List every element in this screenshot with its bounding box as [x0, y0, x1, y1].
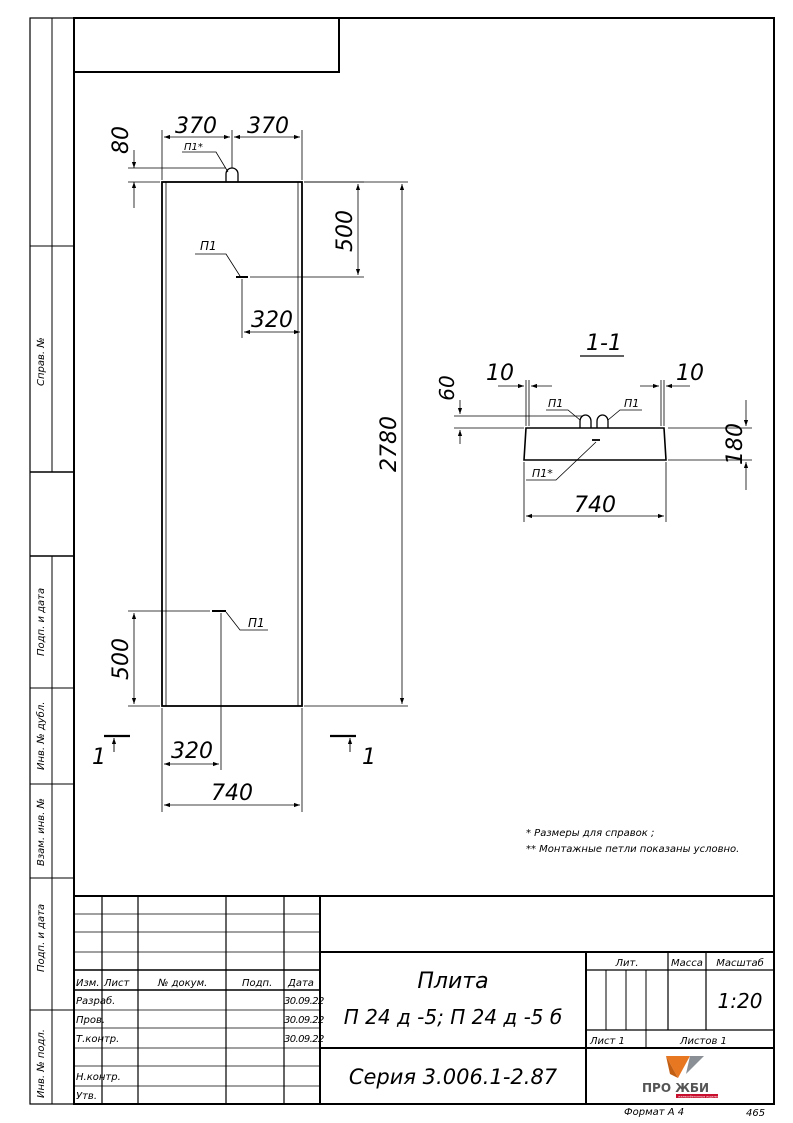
- lit-label: Лит.: [614, 958, 638, 969]
- section-outline: [523, 427, 667, 461]
- row-tkontr: Т.контр.: [76, 1034, 119, 1045]
- row-prov: Пров.: [76, 1015, 105, 1026]
- lifting-loop-end: [225, 167, 239, 182]
- vzam-inv-label: Взам. инв. №: [36, 798, 47, 866]
- notes: * Размеры для справок ; ** Монтажные пет…: [526, 828, 739, 855]
- section-mark-left: 1: [92, 745, 106, 770]
- product-marks: П 24 д -5; П 24 д -5 б: [344, 1005, 562, 1029]
- sheet-frame: [29, 17, 775, 1105]
- scale-value: 1:20: [718, 989, 763, 1013]
- section-view: 1-1 10 10 П1 П1 60 180: [435, 331, 752, 522]
- dim-740-section: 740: [574, 493, 616, 518]
- note-2: ** Монтажные петли показаны условно.: [526, 844, 739, 855]
- podp-data-label-1: Подп. и дата: [36, 588, 47, 656]
- sheet-number: Лист 1: [589, 1036, 625, 1047]
- dim-500-top: 500: [333, 210, 358, 252]
- title-block: Изм. Лист № докум. Подп. Дата Разраб. Пр…: [74, 895, 774, 1104]
- label-p1-top: П1: [200, 239, 217, 253]
- section-title: 1-1: [586, 331, 622, 356]
- page-number: 465: [746, 1108, 765, 1119]
- dim-2780: 2780: [377, 416, 402, 472]
- sprav-no-label: Справ. №: [36, 337, 47, 386]
- company-logo: ПРО ЖБИ железобетонные изделия: [640, 1056, 719, 1098]
- slab-outline: [161, 181, 303, 707]
- sheets-total: Листов 1: [679, 1036, 727, 1047]
- row-utv: Утв.: [76, 1091, 97, 1102]
- section-mark-right: 1: [362, 745, 376, 770]
- side-stamp: Справ. № Подп. и дата Инв. № дубл. Взам.…: [35, 337, 47, 1098]
- section-loop-right: [596, 414, 609, 428]
- dim-500-bottom: 500: [109, 638, 134, 680]
- note-1: * Размеры для справок ;: [526, 828, 654, 839]
- massa-label: Масса: [671, 958, 703, 969]
- date-tkontr: 30.09.22: [284, 1034, 324, 1045]
- col-dokum: № докум.: [157, 978, 207, 989]
- dim-60: 60: [435, 375, 459, 400]
- row-nkontr: Н.контр.: [76, 1072, 121, 1083]
- label-p1-star: П1*: [184, 142, 203, 153]
- date-prov: 30.09.22: [284, 1015, 324, 1026]
- dim-320-bottom: 320: [171, 739, 213, 764]
- plan-view: 370 370 80 П1* П1 500 320 2780 П1: [92, 114, 408, 812]
- dim-370-right: 370: [247, 114, 289, 139]
- dim-80: 80: [109, 126, 134, 154]
- logo-text: ПРО ЖБИ: [642, 1081, 709, 1095]
- col-izm: Изм.: [76, 978, 100, 989]
- col-list: Лист: [103, 978, 131, 989]
- format-label: Формат А 4: [624, 1107, 684, 1118]
- inv-dubl-label: Инв. № дубл.: [35, 702, 47, 770]
- col-data: Дата: [287, 978, 314, 989]
- label-p1-section-right: П1: [624, 397, 639, 410]
- product-name: Плита: [417, 969, 488, 994]
- dim-10-right: 10: [676, 361, 704, 386]
- label-p1-star-section: П1*: [532, 467, 553, 480]
- logo-subtext: железобетонные изделия: [678, 1094, 719, 1098]
- masshtab-label: Масштаб: [716, 957, 764, 969]
- inv-podl-label: Инв. № подл.: [36, 1029, 47, 1098]
- label-p1-section-left: П1: [548, 397, 563, 410]
- series: Серия 3.006.1-2.87: [349, 1065, 558, 1089]
- col-podp: Подп.: [242, 978, 272, 989]
- dim-370-left: 370: [175, 114, 217, 139]
- dim-10-left: 10: [486, 361, 514, 386]
- dim-740-plan: 740: [211, 781, 253, 806]
- row-razrab: Разраб.: [76, 995, 115, 1007]
- dim-180: 180: [723, 423, 748, 465]
- section-loop-left: [579, 414, 592, 428]
- podp-data-label-2: Подп. и дата: [36, 904, 47, 972]
- date-razrab: 30.09.22: [284, 996, 324, 1007]
- dim-320-top: 320: [251, 308, 293, 333]
- label-p1-bottom: П1: [248, 616, 265, 630]
